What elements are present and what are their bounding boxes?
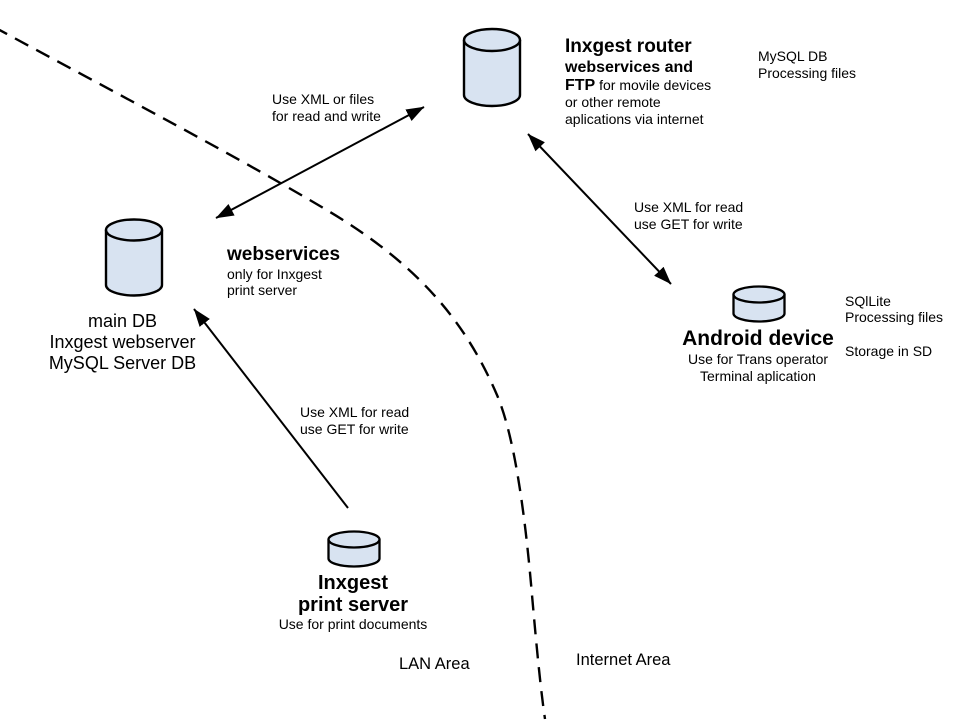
android-title: Android device	[682, 327, 834, 350]
router-title-line1: Inxgest router	[565, 36, 692, 57]
annotation-xml-get-pd-line1: Use XML for read	[300, 404, 410, 420]
router-title-line2: webservices and	[565, 59, 694, 76]
android-database-cylinder-icon	[731, 284, 787, 324]
router-line5: aplications via internet	[565, 111, 704, 127]
router-ftp-line: FTP for movile devices	[565, 77, 711, 94]
router-ftp-bold: FTP	[565, 77, 596, 94]
maindb-line1: main DB	[87, 311, 158, 331]
sqlite-note-line3: Storage in SD	[845, 343, 933, 359]
android-line1: Use for Trans operator	[687, 351, 829, 367]
webservices-title: webservices	[227, 244, 341, 265]
sqlite-note-line1: SQlLite	[845, 293, 891, 309]
maindb-label: main DB Inxgest webserver MySQL Server D…	[30, 311, 215, 374]
router-side-note-line2: Processing files	[758, 64, 857, 81]
internet-area-label: Internet Area	[576, 651, 671, 669]
printserver-line1: Use for print documents	[278, 616, 428, 632]
annotation-xml-get-router-android: Use XML for read use GET for write	[634, 199, 743, 232]
printserver-title-line2: print server	[297, 594, 409, 616]
annotation-xml-get-pd-line2: use GET for write	[300, 420, 409, 437]
annotation-xml-get-ra-line2: use GET for write	[634, 215, 743, 232]
sqlite-note-line2: Processing files	[845, 309, 944, 325]
printserver-title-line1: Inxgest	[317, 572, 389, 594]
router-side-note-line1: MySQL DB	[758, 48, 828, 64]
webservices-line1: only for Inxgest	[227, 266, 322, 282]
annotation-xml-files-line2: for read and write	[272, 107, 381, 124]
maindb-line2: Inxgest webserver	[49, 332, 196, 352]
annotation-xml-get-ra-line1: Use XML for read	[634, 199, 744, 215]
printserver-database-cylinder-icon	[326, 529, 382, 569]
webservices-label: webservices only for Inxgest print serve…	[227, 243, 340, 298]
sqlite-note: SQlLite Processing files Storage in SD	[845, 293, 943, 359]
android-line2: Terminal aplication	[700, 367, 816, 384]
annotation-xml-files: Use XML or files for read and write	[272, 91, 381, 124]
android-label: Android device Use for Trans operator Te…	[663, 327, 853, 384]
router-ftp-rest: for movile devices	[595, 77, 712, 93]
annotation-xml-get-print-db: Use XML for read use GET for write	[300, 404, 409, 437]
webservices-line2: print server	[227, 282, 298, 298]
lan-area-label: LAN Area	[399, 655, 470, 673]
router-line4: or other remote	[565, 94, 661, 110]
annotation-xml-files-line1: Use XML or files	[272, 91, 375, 107]
maindb-line3: MySQL Server DB	[48, 353, 197, 373]
router-label: Inxgest router webservices and FTP for m…	[565, 36, 711, 128]
router-database-cylinder-icon	[461, 26, 523, 110]
printserver-label: Inxgest print server Use for print docum…	[258, 572, 448, 632]
router-side-note: MySQL DB Processing files	[758, 48, 856, 81]
maindb-database-cylinder-icon	[103, 217, 165, 299]
